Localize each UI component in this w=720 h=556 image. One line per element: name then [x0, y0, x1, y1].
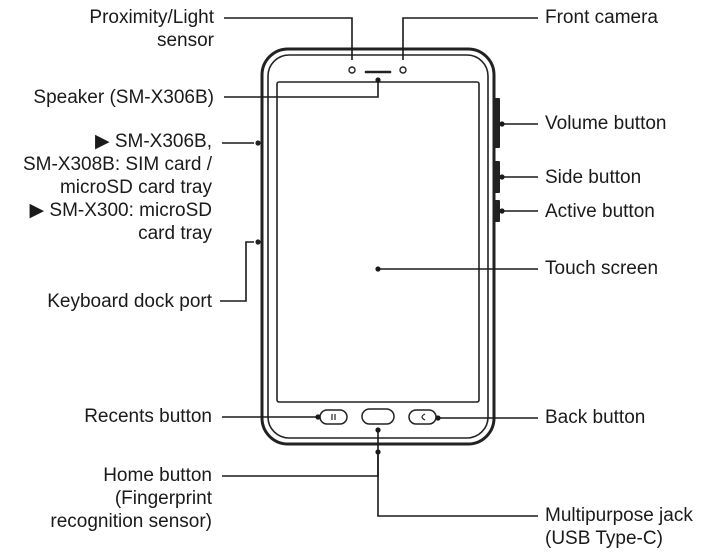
dot-touch	[375, 266, 381, 272]
label-line: Active button	[545, 201, 655, 222]
label-line: Side button	[545, 167, 642, 188]
leader-home	[222, 430, 379, 477]
label-touch-screen: Touch screen	[545, 257, 658, 280]
tablet-inner-frame	[267, 54, 489, 439]
label-line: (Fingerprint	[114, 488, 212, 509]
leader-speaker	[224, 80, 379, 98]
leader-front-camera	[402, 17, 538, 60]
dot-volume	[499, 121, 505, 127]
volume-button-hw	[494, 98, 500, 148]
dot-active	[499, 208, 505, 214]
leader-keyboard	[220, 241, 254, 302]
label-sim-card-tray: ▶ SM-X306B,SM-X308B: SIM card /microSD c…	[23, 130, 212, 245]
tablet-outer-frame	[260, 47, 496, 446]
label-line: card tray	[138, 223, 212, 244]
leader-proximity	[224, 17, 353, 60]
label-line: sensor	[156, 30, 214, 51]
label-line: Home button	[103, 465, 212, 486]
label-line: Multipurpose jack	[545, 505, 693, 526]
dot-back	[435, 415, 441, 421]
label-line: Touch screen	[545, 258, 659, 279]
label-back-button: Back button	[545, 406, 645, 429]
home-button-icon	[361, 408, 395, 425]
label-line: SM-X308B: SIM card /	[22, 154, 212, 175]
front-camera-icon	[399, 66, 407, 74]
label-line: Speaker (SM-X306B)	[33, 87, 214, 108]
label-line: Back button	[545, 407, 646, 428]
label-line: Recents button	[84, 406, 212, 427]
label-line: Keyboard dock port	[47, 291, 212, 312]
dot-speaker	[375, 77, 381, 83]
proximity-sensor-icon	[348, 66, 356, 74]
label-line: Proximity/Light	[89, 7, 214, 28]
label-keyboard-dock-port: Keyboard dock port	[47, 290, 212, 313]
label-active-button: Active button	[545, 200, 655, 223]
keyboard-port-marker	[255, 239, 261, 245]
label-line: recognition sensor)	[50, 511, 212, 532]
back-button-icon	[408, 409, 437, 425]
label-front-camera: Front camera	[545, 6, 658, 29]
label-line: Volume button	[545, 113, 667, 134]
touch-screen-area	[276, 81, 480, 403]
side-button-hw	[494, 161, 500, 193]
label-line: (USB Type-C)	[545, 528, 663, 549]
active-button-hw	[494, 200, 500, 222]
label-side-button: Side button	[545, 166, 641, 189]
label-line: Front camera	[545, 7, 658, 28]
label-speaker: Speaker (SM-X306B)	[33, 86, 214, 109]
sim-tray-marker	[255, 140, 261, 146]
label-volume-button: Volume button	[545, 112, 666, 135]
label-line: ▶ SM-X300: microSD	[29, 200, 213, 221]
label-line: microSD card tray	[59, 177, 212, 198]
dot-recents	[315, 414, 321, 420]
dot-jack	[375, 449, 381, 455]
label-recents-button: Recents button	[84, 405, 212, 428]
label-line: ▶ SM-X306B,	[94, 131, 212, 152]
recents-button-icon	[319, 409, 348, 425]
dot-side	[499, 174, 505, 180]
leader-jack	[377, 455, 538, 517]
dot-home	[375, 427, 381, 433]
label-multipurpose-jack: Multipurpose jack(USB Type-C)	[545, 504, 693, 550]
